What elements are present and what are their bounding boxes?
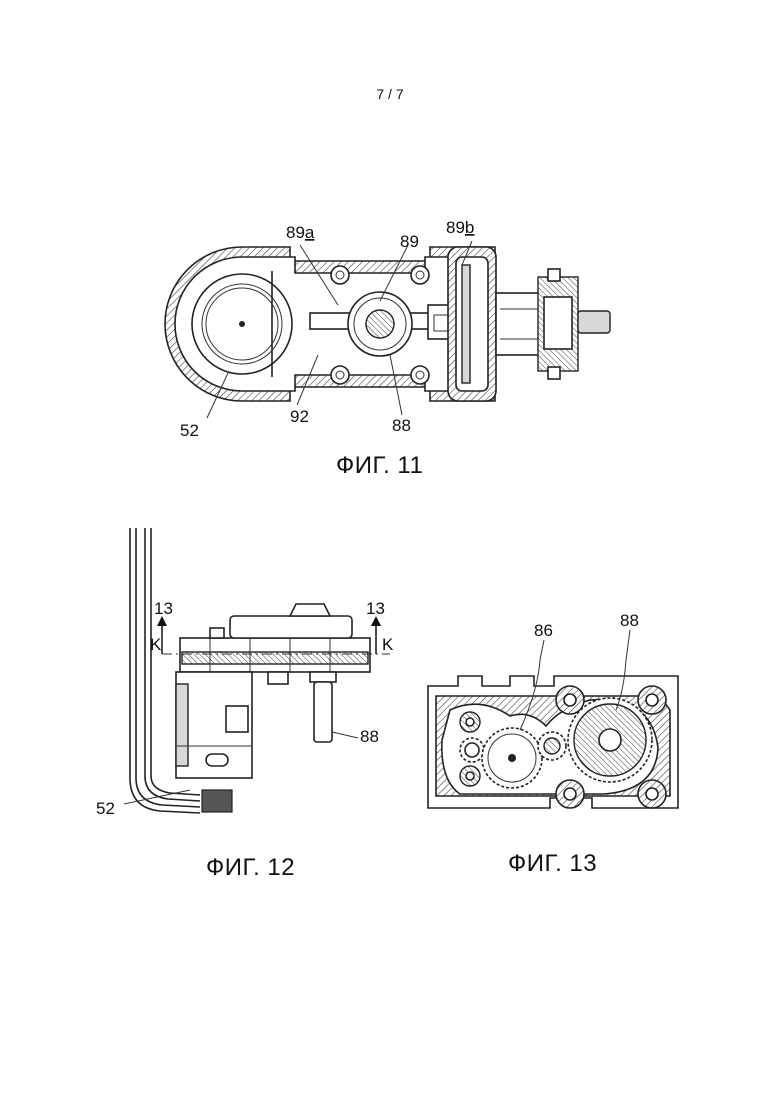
label-88: 88 — [620, 611, 639, 630]
figure-12-caption: ФИГ. 12 — [206, 854, 295, 882]
figure-12-drawing: 13 K 13 K 88 52 — [90, 528, 410, 828]
label-89b-number: 89 — [446, 218, 465, 237]
gear-small-left — [460, 738, 484, 762]
gear-86 — [482, 728, 542, 788]
label-88: 88 — [360, 727, 379, 746]
label-k-left: K — [150, 635, 162, 654]
label-88: 88 — [392, 416, 411, 435]
gear-idler — [538, 732, 566, 760]
label-52: 52 — [96, 799, 115, 818]
label-89: 89 — [400, 232, 419, 251]
fig13-labels: 86 88 — [534, 611, 639, 640]
gearbox-housing — [180, 604, 370, 672]
label-89b-suffix: b — [465, 218, 474, 237]
figure-11-caption: ФИГ. 11 — [336, 452, 423, 480]
output-shaft-88 — [268, 672, 358, 742]
gear-88-large — [568, 698, 652, 782]
page-number: 7 / 7 — [370, 86, 410, 102]
connector — [496, 269, 610, 379]
label-86: 86 — [534, 621, 553, 640]
svg-text:89a: 89a — [286, 223, 315, 242]
figure-11-drawing: 89a 89 89b 52 92 88 — [150, 205, 640, 450]
label-89a-suffix: a — [305, 223, 315, 242]
label-52: 52 — [180, 421, 199, 440]
label-k-right: K — [382, 635, 394, 654]
label-13-right: 13 — [366, 599, 385, 618]
end-cap-89b — [448, 247, 496, 401]
label-89a-number: 89 — [286, 223, 305, 242]
figure-13-caption: ФИГ. 13 — [508, 850, 597, 878]
svg-text:89b: 89b — [446, 218, 474, 237]
label-13-left: 13 — [154, 599, 173, 618]
figure-13-drawing: 86 88 — [420, 600, 690, 825]
label-92: 92 — [290, 407, 309, 426]
